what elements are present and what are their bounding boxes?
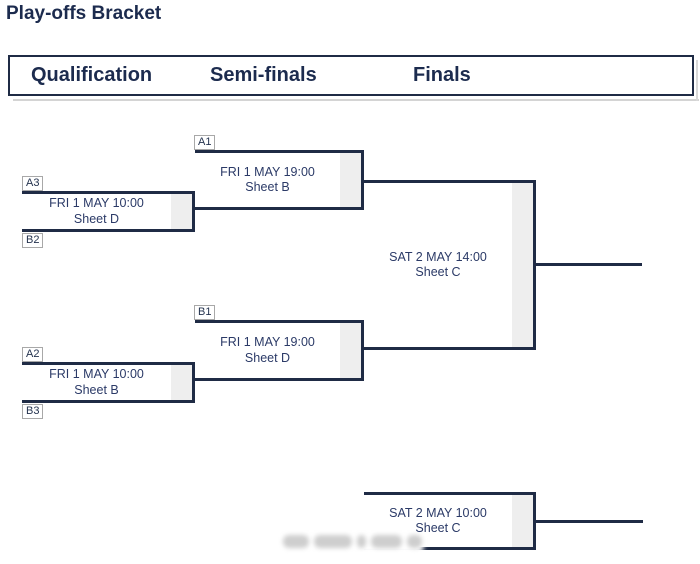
round-header-finals: Finals [413, 64, 471, 86]
final-winner-connector-line [536, 263, 642, 266]
watermark-segment [283, 534, 309, 548]
match-sheet: Sheet B [245, 180, 290, 194]
slot-label-b1: B1 [194, 305, 216, 320]
match-score-strip [171, 365, 192, 400]
header-bar-shadow-right [696, 60, 698, 101]
match-sheet: Sheet B [74, 382, 119, 397]
match-score-strip [171, 194, 192, 229]
blurred-watermark [278, 528, 424, 554]
watermark-segment [357, 534, 366, 548]
match-sheet: Sheet D [73, 211, 120, 226]
match-datetime: SAT 2 MAY 10:00 [389, 505, 487, 520]
slot-label-b2: B2 [22, 233, 44, 248]
match-datetime: FRI 1 MAY 19:00 [220, 164, 315, 179]
slot-label-b3: B3 [22, 404, 44, 419]
header-bar-shadow-bottom [13, 99, 699, 101]
watermark-segment [371, 534, 402, 548]
match-sheet: Sheet D [244, 350, 291, 365]
watermark-segment [407, 534, 422, 548]
match-datetime: FRI 1 MAY 10:00 [49, 196, 144, 210]
match-box-qualification-2: FRI 1 MAY 10:00 Sheet B [22, 362, 195, 403]
match-datetime: FRI 1 MAY 19:00 [220, 335, 315, 349]
round-header-semi-finals: Semi-finals [210, 64, 317, 86]
slot-label-a3: A3 [22, 176, 44, 191]
match-sheet: Sheet C [415, 265, 461, 279]
match-datetime: FRI 1 MAY 10:00 [49, 367, 144, 381]
match-box-semi-final-1: FRI 1 MAY 19:00 Sheet B [195, 150, 364, 210]
match-datetime: SAT 2 MAY 14:00 [389, 249, 487, 264]
match-score-strip [340, 323, 361, 378]
page-title: Play-offs Bracket [6, 3, 162, 24]
match-score-strip [340, 153, 361, 207]
match-score-strip [512, 183, 533, 347]
match-box-qualification-1: FRI 1 MAY 10:00 Sheet D [22, 191, 195, 232]
watermark-segment [314, 534, 352, 548]
slot-label-a2: A2 [22, 347, 44, 362]
match-box-semi-final-2: FRI 1 MAY 19:00 Sheet D [195, 320, 364, 381]
match-score-strip [512, 495, 533, 547]
match-box-final: SAT 2 MAY 14:00 Sheet C [364, 180, 536, 350]
consolation-winner-connector-line [536, 520, 643, 523]
slot-label-a1: A1 [194, 135, 216, 150]
match-sheet: Sheet C [415, 521, 461, 535]
round-header-bar: Qualification Semi-finals Finals [8, 55, 694, 96]
round-header-qualification: Qualification [31, 64, 153, 86]
